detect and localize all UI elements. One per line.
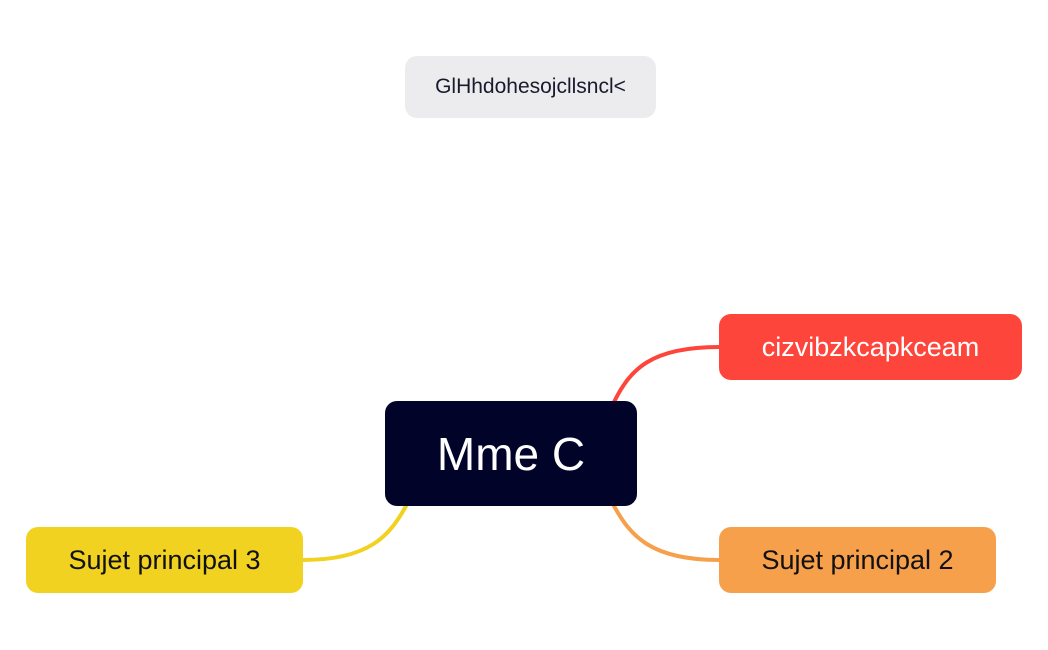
branch-topic-3[interactable]: Sujet principal 3 [26, 527, 303, 593]
connector-branch-2 [612, 504, 721, 562]
branch-topic-2[interactable]: Sujet principal 2 [719, 527, 996, 593]
branch-topic-1-label: cizvibzkcapkceam [761, 331, 980, 362]
central-topic[interactable]: Mme C [385, 401, 637, 506]
branch-topic-2-label: Sujet principal 2 [761, 544, 954, 575]
central-topic-label: Mme C [436, 427, 586, 480]
connector-branch-1 [612, 345, 721, 404]
branch-topic-1[interactable]: cizvibzkcapkceam [719, 314, 1022, 380]
floating-topic[interactable]: GlHhdohesojcllsncl< [405, 56, 656, 118]
connector-branch-3 [301, 504, 408, 562]
branch-topic-3-label: Sujet principal 3 [68, 544, 261, 575]
floating-topic-label: GlHhdohesojcllsncl< [435, 75, 626, 98]
